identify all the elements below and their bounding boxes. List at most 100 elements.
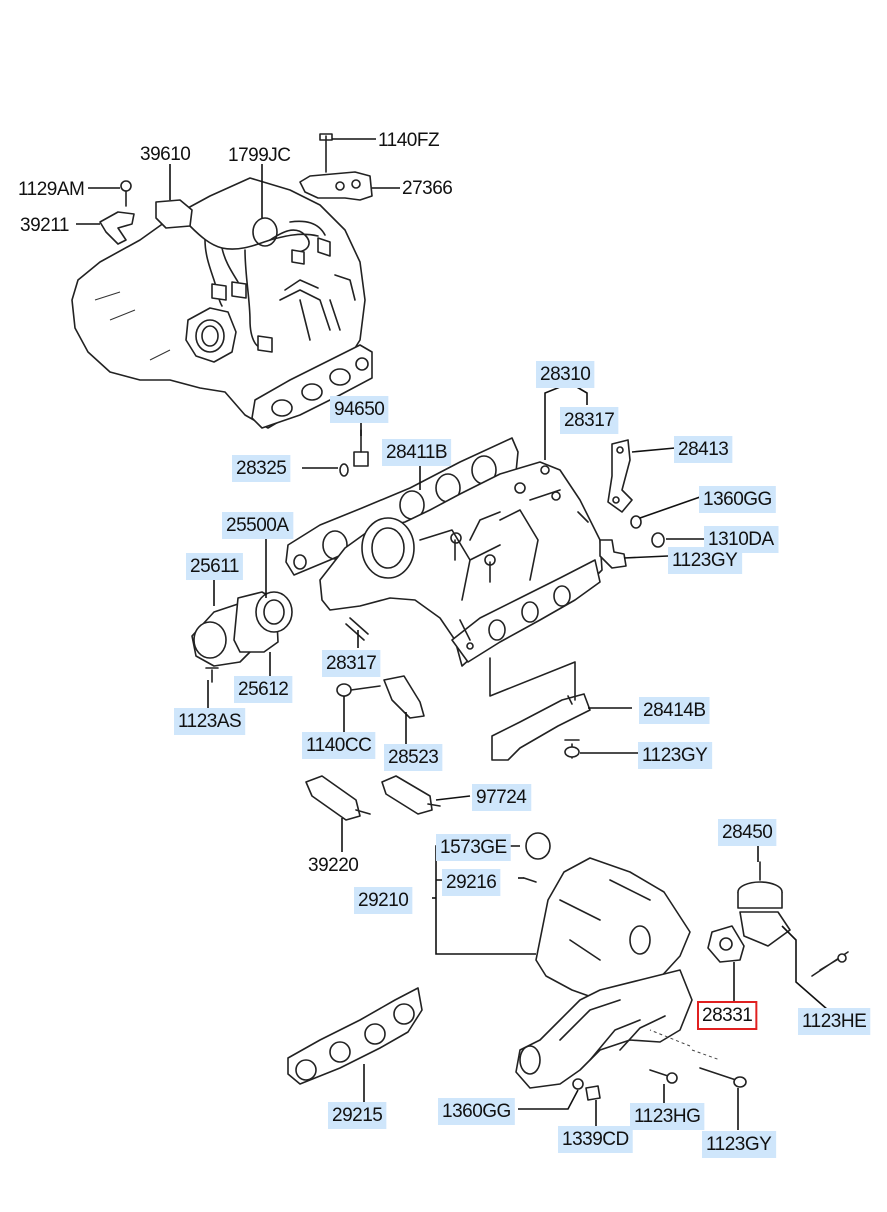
part-code-text: 39610 bbox=[140, 144, 190, 165]
label-highlight bbox=[234, 676, 293, 703]
part-code-text: 1310DA bbox=[708, 529, 774, 550]
label-highlight bbox=[558, 1126, 633, 1153]
part-label-1573ge[interactable]: 1573GE bbox=[436, 834, 511, 861]
label-highlight bbox=[699, 486, 776, 513]
leader-lines bbox=[76, 138, 829, 1130]
label-highlight bbox=[472, 784, 532, 811]
label-highlight bbox=[302, 732, 376, 759]
part-label-25500a[interactable]: 25500A bbox=[222, 512, 294, 539]
part-label-1123gy[interactable]: 1123GY bbox=[702, 1131, 777, 1158]
label-highlight bbox=[330, 396, 389, 423]
part-label-28325[interactable]: 28325 bbox=[232, 455, 291, 482]
part-code-text: 28325 bbox=[236, 458, 286, 479]
label-highlight bbox=[668, 547, 743, 574]
part-code-text: 1573GE bbox=[440, 837, 507, 858]
label-highlight bbox=[442, 869, 501, 896]
part-code-text: 29210 bbox=[358, 890, 408, 911]
part-label-28450[interactable]: 28450 bbox=[718, 819, 777, 846]
part-label-25612[interactable]: 25612 bbox=[234, 676, 293, 703]
part-code-text: 1140FZ bbox=[378, 130, 440, 151]
part-label-28523[interactable]: 28523 bbox=[384, 744, 443, 771]
part-code-text: 1123GY bbox=[672, 550, 738, 571]
part-code-text: 39211 bbox=[20, 215, 69, 236]
part-label-29215[interactable]: 29215 bbox=[328, 1102, 387, 1129]
part-code-text: 39220 bbox=[308, 855, 358, 876]
part-label-1129am[interactable]: 1129AM bbox=[18, 179, 85, 200]
exhaust-manifold-drawing bbox=[287, 832, 849, 1101]
label-highlight bbox=[354, 887, 413, 914]
part-code-text: 28310 bbox=[540, 364, 590, 385]
part-code-text: 1123HG bbox=[634, 1106, 700, 1127]
part-label-25611[interactable]: 25611 bbox=[186, 553, 243, 580]
part-code-text: 97724 bbox=[476, 787, 527, 808]
part-code-text: 1123GY bbox=[706, 1134, 772, 1155]
part-code-text: 25612 bbox=[238, 679, 288, 700]
part-code-text: 28450 bbox=[722, 822, 772, 843]
part-code-text: 28411B bbox=[386, 442, 447, 463]
part-label-1140cc[interactable]: 1140CC bbox=[302, 732, 376, 759]
part-label-29210[interactable]: 29210 bbox=[354, 887, 413, 914]
part-label-1123hg[interactable]: 1123HG bbox=[630, 1103, 705, 1130]
part-code-text: 28414B bbox=[643, 700, 706, 721]
part-label-28414b[interactable]: 28414B bbox=[639, 697, 710, 724]
part-label-28317[interactable]: 28317 bbox=[322, 650, 381, 677]
part-label-39211[interactable]: 39211 bbox=[20, 215, 69, 236]
label-highlight bbox=[798, 1008, 871, 1035]
part-label-28413[interactable]: 28413 bbox=[674, 436, 733, 463]
part-label-1123gy[interactable]: 1123GY bbox=[668, 547, 743, 574]
selected-label-frame bbox=[697, 1001, 758, 1030]
engine-block-drawing bbox=[71, 133, 373, 429]
label-highlight bbox=[630, 1103, 705, 1130]
part-label-1339cd[interactable]: 1339CD bbox=[558, 1126, 633, 1153]
part-code-text: 1123AS bbox=[178, 711, 241, 732]
part-code-text: 1123GY bbox=[642, 745, 708, 766]
part-label-27366[interactable]: 27366 bbox=[402, 178, 453, 199]
part-label-1123he[interactable]: 1123HE bbox=[798, 1008, 871, 1035]
part-code-text: 27366 bbox=[402, 178, 452, 199]
part-label-28317[interactable]: 28317 bbox=[560, 407, 619, 434]
part-code-text: 1140CC bbox=[306, 735, 371, 756]
part-code-text: 1129AM bbox=[18, 179, 84, 200]
part-label-1360gg[interactable]: 1360GG bbox=[699, 486, 776, 513]
part-label-1123as[interactable]: 1123AS bbox=[174, 708, 246, 735]
part-label-39610[interactable]: 39610 bbox=[140, 144, 191, 165]
part-label-1140fz[interactable]: 1140FZ bbox=[378, 130, 440, 151]
part-label-28331[interactable]: 28331 bbox=[697, 1001, 758, 1030]
part-label-1360gg[interactable]: 1360GG bbox=[438, 1098, 515, 1125]
label-highlight bbox=[536, 361, 595, 388]
label-highlight bbox=[328, 1102, 387, 1129]
label-highlight bbox=[560, 407, 619, 434]
label-highlight bbox=[702, 1131, 777, 1158]
label-highlight bbox=[186, 553, 243, 580]
part-code-text: 1123HE bbox=[802, 1011, 866, 1032]
part-label-94650[interactable]: 94650 bbox=[330, 396, 389, 423]
part-code-text: 1339CD bbox=[562, 1129, 629, 1150]
label-highlight bbox=[174, 708, 246, 735]
part-label-1799jc[interactable]: 1799JC bbox=[228, 145, 291, 166]
part-label-97724[interactable]: 97724 bbox=[472, 784, 532, 811]
part-code-text: 25500A bbox=[226, 515, 289, 536]
label-highlight bbox=[222, 512, 294, 539]
part-label-29216[interactable]: 29216 bbox=[442, 869, 501, 896]
label-highlight bbox=[639, 697, 710, 724]
part-label-1123gy[interactable]: 1123GY bbox=[638, 742, 713, 769]
part-code-text: 29215 bbox=[332, 1105, 382, 1126]
label-highlight bbox=[438, 1098, 515, 1125]
part-label-39220[interactable]: 39220 bbox=[308, 855, 359, 876]
label-highlight bbox=[322, 650, 381, 677]
part-code-text: 1360GG bbox=[442, 1101, 511, 1122]
part-labels: 1140FZ 39610 1799JC 1129AM 27366 39211 28310 28… bbox=[18, 130, 871, 1158]
part-code-text: 29216 bbox=[446, 872, 496, 893]
part-code-text: 28523 bbox=[388, 747, 438, 768]
label-highlight bbox=[436, 834, 511, 861]
part-label-28411b[interactable]: 28411B bbox=[382, 439, 452, 466]
part-code-text: 1799JC bbox=[228, 145, 291, 166]
label-highlight bbox=[718, 819, 777, 846]
part-code-text: 94650 bbox=[334, 399, 384, 420]
part-code-text: 28317 bbox=[564, 410, 614, 431]
part-code-text: 28317 bbox=[326, 653, 376, 674]
part-code-text: 1360GG bbox=[703, 489, 772, 510]
label-highlight bbox=[384, 744, 443, 771]
part-label-28310[interactable]: 28310 bbox=[536, 361, 595, 388]
